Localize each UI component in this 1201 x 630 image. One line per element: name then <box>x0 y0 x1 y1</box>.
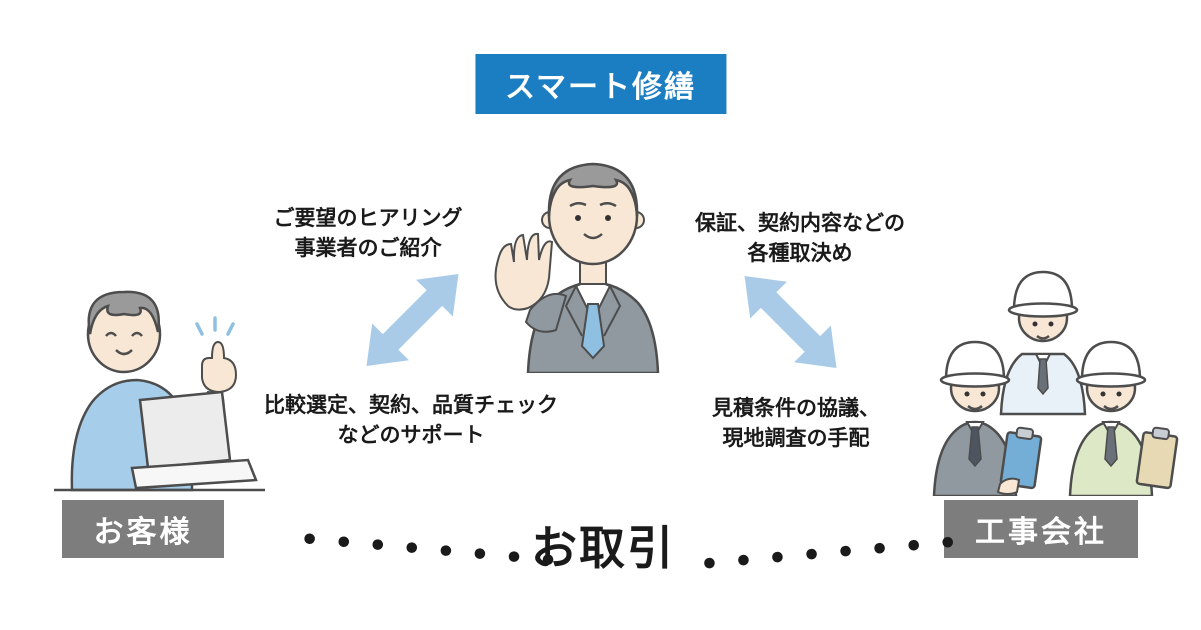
double-arrow-left-icon <box>346 254 478 386</box>
annotation-hearing-intro: ご要望のヒアリング 事業者のご紹介 <box>256 203 480 264</box>
contractor-label: 工事会社 <box>975 515 1107 550</box>
agent-illustration <box>478 138 708 375</box>
customer-label: お客様 <box>93 515 193 550</box>
customer-illustration <box>52 272 267 497</box>
transaction-label: お取引 <box>531 521 675 575</box>
customer-badge: お客様 <box>62 500 224 558</box>
annotation-survey: 見積条件の協議、 現地調査の手配 <box>688 393 904 454</box>
contractor-badge: 工事会社 <box>944 500 1138 558</box>
annotation-line: 各種取決め <box>747 241 853 266</box>
annotation-support: 比較選定、契約、品質チェック などのサポート <box>248 390 574 451</box>
dotted-line-right: •••••••• <box>698 524 974 583</box>
annotation-line: 見積条件の協議、 <box>712 396 880 420</box>
annotation-line: 比較選定、契約、品質チェック <box>264 393 558 417</box>
annotation-warranty-terms: 保証、契約内容などの 各種取決め <box>672 208 928 269</box>
double-arrow-right-icon <box>724 256 856 388</box>
contractor-illustration <box>898 246 1188 498</box>
annotation-line: 保証、契約内容などの <box>695 211 905 235</box>
annotation-line: などのサポート <box>337 423 485 448</box>
annotation-line: 事業者のご紹介 <box>294 236 442 261</box>
title-label: スマート修繕 <box>504 70 697 105</box>
annotation-line: 現地調査の手配 <box>722 426 870 451</box>
annotation-line: ご要望のヒアリング <box>273 206 463 230</box>
title-badge: スマート修繕 <box>474 54 727 114</box>
